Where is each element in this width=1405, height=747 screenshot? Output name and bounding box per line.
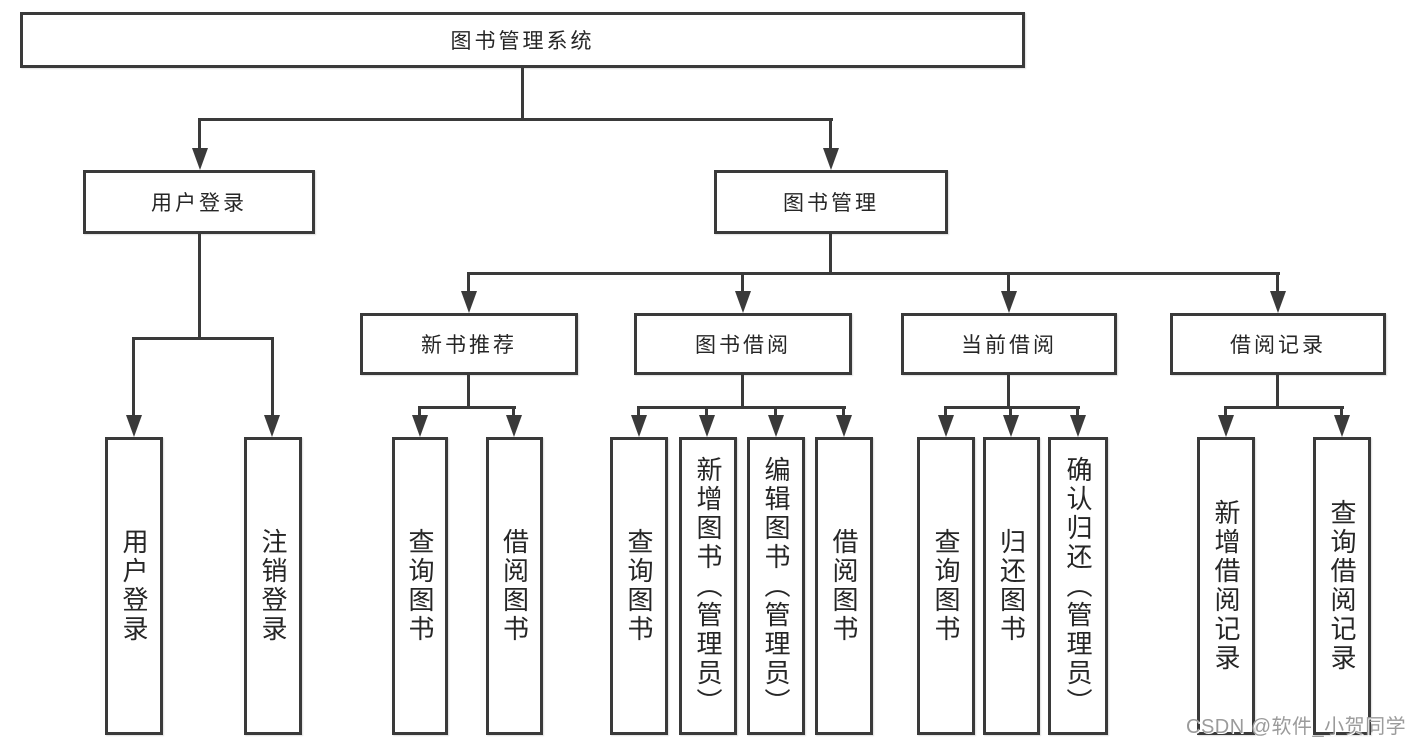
connector-line [1340,406,1343,417]
arrowhead-down [699,415,715,437]
connector-line [1076,406,1079,417]
node-book-management: 图书管理 [714,170,948,234]
connector-line [521,68,524,120]
leaf-user-login: 用户登录 [105,437,163,735]
connector-line [741,272,744,293]
connector-line [512,406,515,417]
leaf-borrow-edit-books-admin-label: 编辑图书（管理员） [761,455,791,717]
arrowhead-down [1270,291,1286,313]
connector-line [132,337,274,340]
connector-line [741,375,744,409]
leaf-current-confirm-return-admin-label: 确认归还（管理员） [1063,455,1093,717]
arrowhead-down [264,415,280,437]
leaf-recommend-query-books-label: 查询图书 [405,528,435,644]
leaf-logout-label: 注销登录 [258,528,288,644]
connector-line [198,234,201,340]
node-new-book-recommend-label: 新书推荐 [421,334,517,357]
csdn-watermark: CSDN @软件_小贺同学 [1186,716,1405,738]
leaf-borrow-query-books: 查询图书 [610,437,668,735]
leaf-borrow-add-books-admin-label: 新增图书（管理员） [693,455,723,717]
leaf-borrow-edit-books-admin: 编辑图书（管理员） [747,437,805,735]
leaf-borrow-borrow-books-label: 借阅图书 [829,528,859,644]
arrowhead-down [938,415,954,437]
node-current-borrow-label: 当前借阅 [961,334,1057,357]
arrowhead-down [412,415,428,437]
node-book-borrow-label: 图书借阅 [695,334,791,357]
leaf-user-login-label: 用户登录 [119,528,149,644]
connector-line [1007,375,1010,409]
node-user-login-label: 用户登录 [151,192,247,215]
node-user-login: 用户登录 [83,170,315,234]
node-root: 图书管理系统 [20,12,1025,68]
arrowhead-down [735,291,751,313]
arrowhead-down [461,291,477,313]
connector-line [1007,272,1010,293]
connector-line [1009,406,1012,417]
arrowhead-down [192,148,208,170]
connector-line [1276,272,1279,293]
arrowhead-down [836,415,852,437]
arrowhead-down [126,415,142,437]
arrowhead-down [1070,415,1086,437]
connector-line [1224,406,1344,409]
arrowhead-down [768,415,784,437]
leaf-records-add-record: 新增借阅记录 [1197,437,1255,735]
leaf-records-query-record-label: 查询借阅记录 [1327,499,1357,673]
leaf-recommend-borrow-books-label: 借阅图书 [499,528,530,644]
leaf-current-query-books-label: 查询图书 [931,528,961,644]
node-borrow-records-label: 借阅记录 [1230,334,1326,357]
connector-line [829,234,832,275]
connector-line [637,406,846,409]
connector-line [1276,375,1279,409]
connector-line [637,406,640,417]
arrowhead-down [1334,415,1350,437]
connector-line [271,337,274,417]
connector-line [198,118,833,121]
arrowhead-down [506,415,522,437]
leaf-records-add-record-label: 新增借阅记录 [1211,499,1241,673]
connector-line [467,375,470,409]
connector-line [418,406,421,417]
node-book-borrow: 图书借阅 [634,313,852,375]
leaf-logout: 注销登录 [244,437,302,735]
leaf-current-confirm-return-admin: 确认归还（管理员） [1048,437,1108,735]
connector-line [705,406,708,417]
leaf-borrow-query-books-label: 查询图书 [624,528,654,644]
connector-line [467,272,470,293]
node-current-borrow: 当前借阅 [901,313,1117,375]
leaf-recommend-borrow-books: 借阅图书 [486,437,543,735]
node-new-book-recommend: 新书推荐 [360,313,578,375]
connector-line [418,406,516,409]
arrowhead-down [1218,415,1234,437]
arrowhead-down [1001,291,1017,313]
connector-line [842,406,845,417]
leaf-recommend-query-books: 查询图书 [392,437,448,735]
connector-line [467,272,1280,275]
arrowhead-down [1003,415,1019,437]
connector-line [774,406,777,417]
node-borrow-records: 借阅记录 [1170,313,1386,375]
leaf-records-query-record: 查询借阅记录 [1313,437,1371,735]
connector-line [1224,406,1227,417]
node-book-management-label: 图书管理 [783,192,879,215]
leaf-current-return-books-label: 归还图书 [996,528,1027,644]
leaf-borrow-add-books-admin: 新增图书（管理员） [679,437,737,735]
leaf-current-query-books: 查询图书 [917,437,975,735]
arrowhead-down [631,415,647,437]
node-root-label: 图书管理系统 [450,30,595,53]
arrowhead-down [823,148,839,170]
leaf-borrow-borrow-books: 借阅图书 [815,437,873,735]
connector-line [132,337,135,417]
leaf-current-return-books: 归还图书 [983,437,1040,735]
connector-line [944,406,947,417]
connector-line [944,406,1080,409]
connector-line [829,118,832,150]
connector-line [198,118,201,150]
